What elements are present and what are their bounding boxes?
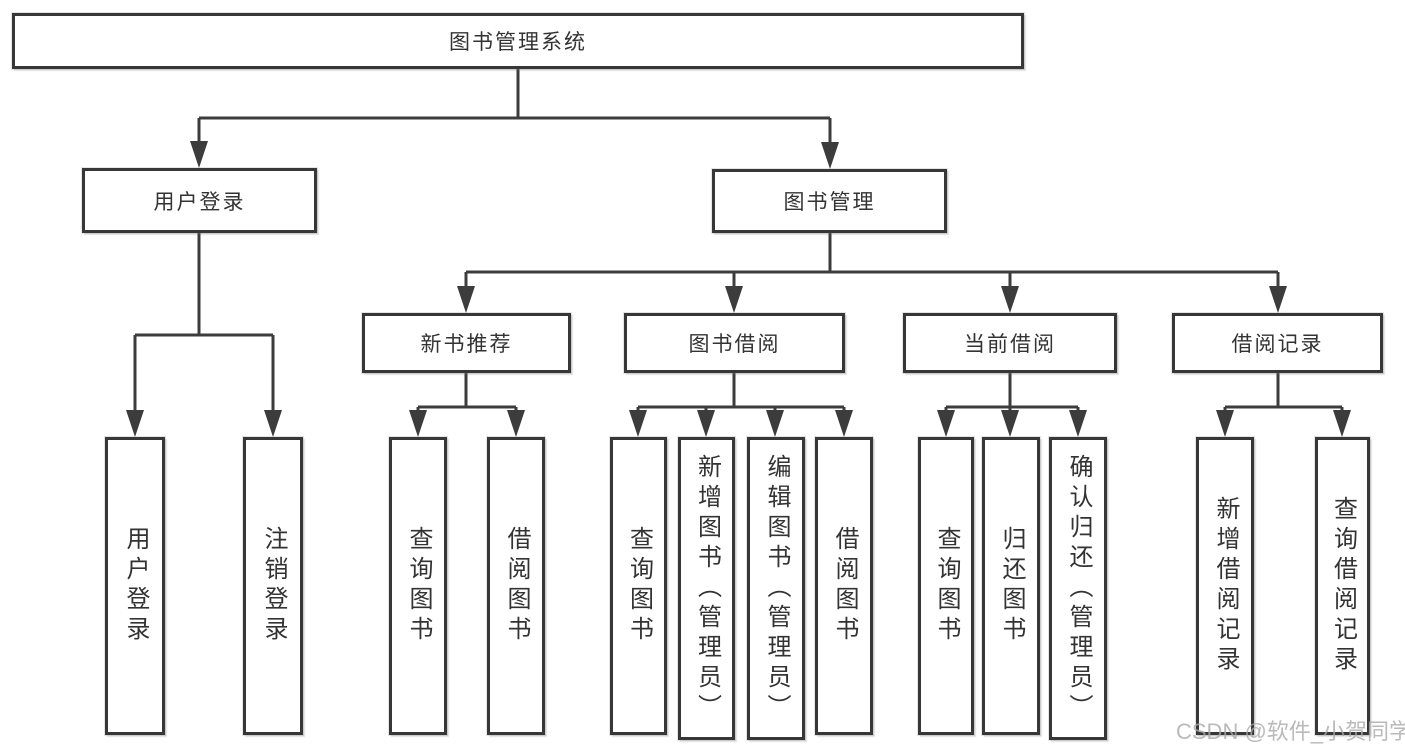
leaf-borrow-books-1: 借阅图书 (487, 437, 545, 735)
leaf-add-borrow-record: 新增借阅记录 (1196, 437, 1254, 735)
leaf-user-login: 用户登录 (105, 437, 165, 735)
node-label: 编辑图书（管理员） (763, 453, 790, 724)
watermark: CSDN @软件_小贺同学 (1176, 719, 1405, 744)
node-label: 借阅图书 (503, 526, 530, 646)
leaf-borrow-books-2: 借阅图书 (815, 437, 873, 735)
leaf-edit-book-admin: 编辑图书（管理员） (747, 437, 805, 740)
leaf-logout: 注销登录 (243, 437, 303, 735)
leaf-confirm-return-admin: 确认归还（管理员） (1049, 437, 1107, 740)
node-label: 用户登录 (153, 190, 246, 214)
node-current-borrowing: 当前借阅 (903, 313, 1117, 373)
node-label: 注销登录 (260, 526, 287, 646)
node-label: 借阅图书 (831, 526, 858, 646)
node-label: 新书推荐 (420, 333, 513, 356)
node-label: 借阅记录 (1231, 333, 1324, 356)
node-label: 新增借阅记录 (1212, 496, 1239, 676)
node-library-management-system: 图书管理系统 (12, 13, 1024, 69)
leaf-query-borrow-record: 查询借阅记录 (1315, 437, 1370, 735)
node-label: 图书借阅 (688, 333, 781, 356)
node-label: 查询图书 (405, 526, 432, 646)
node-label: 查询图书 (625, 526, 653, 646)
node-label: 当前借阅 (964, 333, 1056, 356)
node-label: 新增图书（管理员） (693, 453, 721, 724)
node-book-management: 图书管理 (712, 169, 947, 233)
node-user-login: 用户登录 (82, 168, 317, 233)
leaf-query-books-3: 查询图书 (918, 437, 974, 735)
node-label: 查询图书 (933, 526, 960, 646)
leaf-return-books: 归还图书 (982, 437, 1040, 735)
leaf-query-books-1: 查询图书 (389, 437, 447, 735)
node-new-book-recommendation: 新书推荐 (362, 313, 571, 373)
node-borrowing-records: 借阅记录 (1172, 313, 1383, 373)
node-label: 图书管理系统 (449, 31, 587, 54)
leaf-add-book-admin: 新增图书（管理员） (678, 437, 735, 740)
node-label: 确认归还（管理员） (1065, 453, 1092, 724)
node-label: 用户登录 (122, 526, 149, 646)
node-label: 查询借阅记录 (1329, 496, 1357, 676)
node-label: 图书管理 (783, 191, 876, 214)
node-book-borrowing: 图书借阅 (624, 313, 845, 373)
leaf-query-books-2: 查询图书 (610, 437, 667, 735)
node-label: 归还图书 (998, 526, 1025, 646)
